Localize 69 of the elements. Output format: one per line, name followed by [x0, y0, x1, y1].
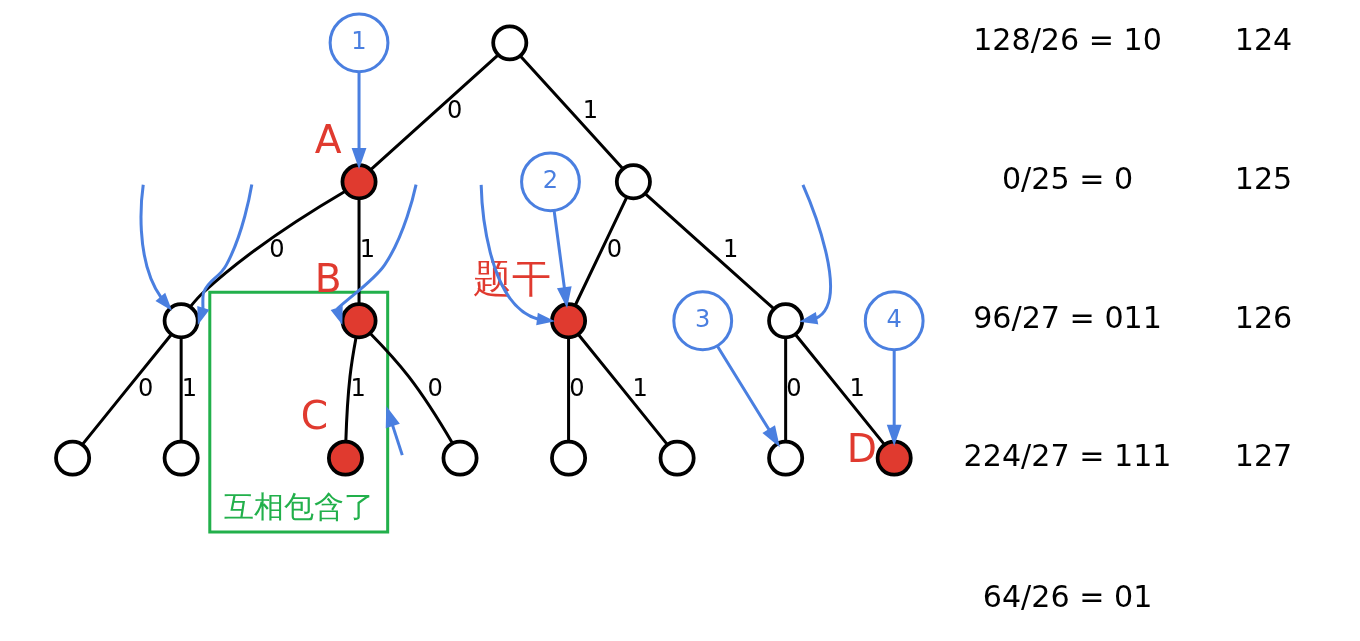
edge-label: 1 — [582, 96, 598, 125]
node-circle — [549, 302, 587, 340]
label: 96/27 = 011 — [972, 300, 1162, 336]
connector — [188, 189, 346, 308]
connector — [80, 333, 172, 446]
node-circle — [658, 439, 696, 477]
arrow — [351, 71, 366, 170]
node-circle — [53, 439, 91, 477]
arrow — [798, 184, 832, 325]
node-circle: 2 — [519, 151, 581, 213]
label: 0/25 = 0 — [1001, 161, 1133, 197]
node-circle — [766, 302, 804, 340]
connector — [179, 337, 183, 442]
arrow — [715, 344, 780, 448]
node-circle: 1 — [328, 12, 389, 74]
connector — [794, 333, 886, 446]
arrow — [385, 405, 404, 456]
node-circle — [614, 163, 652, 201]
edge-label: 1 — [359, 235, 375, 264]
node-label: A — [314, 116, 342, 162]
node-circle — [441, 439, 478, 477]
arrow — [330, 184, 418, 326]
node-circle — [766, 439, 804, 477]
edge-label: 1 — [350, 373, 366, 402]
label: 64/26 = 01 — [982, 579, 1152, 615]
node-circle — [875, 439, 913, 477]
arrow — [196, 184, 253, 326]
label: 125 — [1234, 161, 1292, 197]
edge-label: 1 — [849, 373, 865, 402]
edge-label: 0 — [568, 373, 585, 402]
connector — [357, 198, 361, 304]
connector — [368, 332, 454, 444]
arrow — [479, 184, 555, 326]
label: 127 — [1234, 437, 1292, 473]
arrow — [552, 210, 572, 309]
edge-label: 1 — [181, 373, 197, 402]
node-circle — [340, 302, 377, 340]
label: 126 — [1234, 300, 1292, 336]
node-label: D — [846, 426, 877, 472]
edge-label: 1 — [632, 373, 648, 402]
connector — [343, 337, 358, 442]
node-circle — [162, 302, 200, 340]
edge-label: 0 — [268, 235, 285, 264]
node-circle: 3 — [671, 290, 733, 352]
node-circle — [490, 24, 528, 62]
label: 128/26 = 10 — [972, 22, 1162, 58]
node-circle — [162, 439, 200, 477]
arrow — [886, 350, 902, 446]
connector — [643, 192, 775, 310]
label: 224/27 = 111 — [963, 437, 1171, 473]
edge-label: 0 — [426, 373, 443, 402]
connector — [566, 337, 570, 442]
node-circle: 4 — [863, 290, 925, 352]
node-circle — [549, 439, 587, 477]
connector — [576, 333, 669, 446]
connector — [573, 196, 628, 307]
node-label: C — [300, 393, 328, 439]
connector — [518, 54, 624, 170]
node-circle — [326, 439, 364, 477]
connector — [783, 337, 787, 442]
edge-label: 0 — [446, 96, 462, 125]
edge-label: 1 — [722, 235, 738, 264]
edge-label: 0 — [606, 235, 622, 264]
edge-label: 0 — [137, 373, 153, 402]
edge-label: 0 — [785, 373, 802, 402]
label: 124 — [1234, 22, 1292, 58]
connector — [369, 53, 499, 171]
node-circle — [340, 163, 377, 201]
arrow — [139, 184, 172, 311]
